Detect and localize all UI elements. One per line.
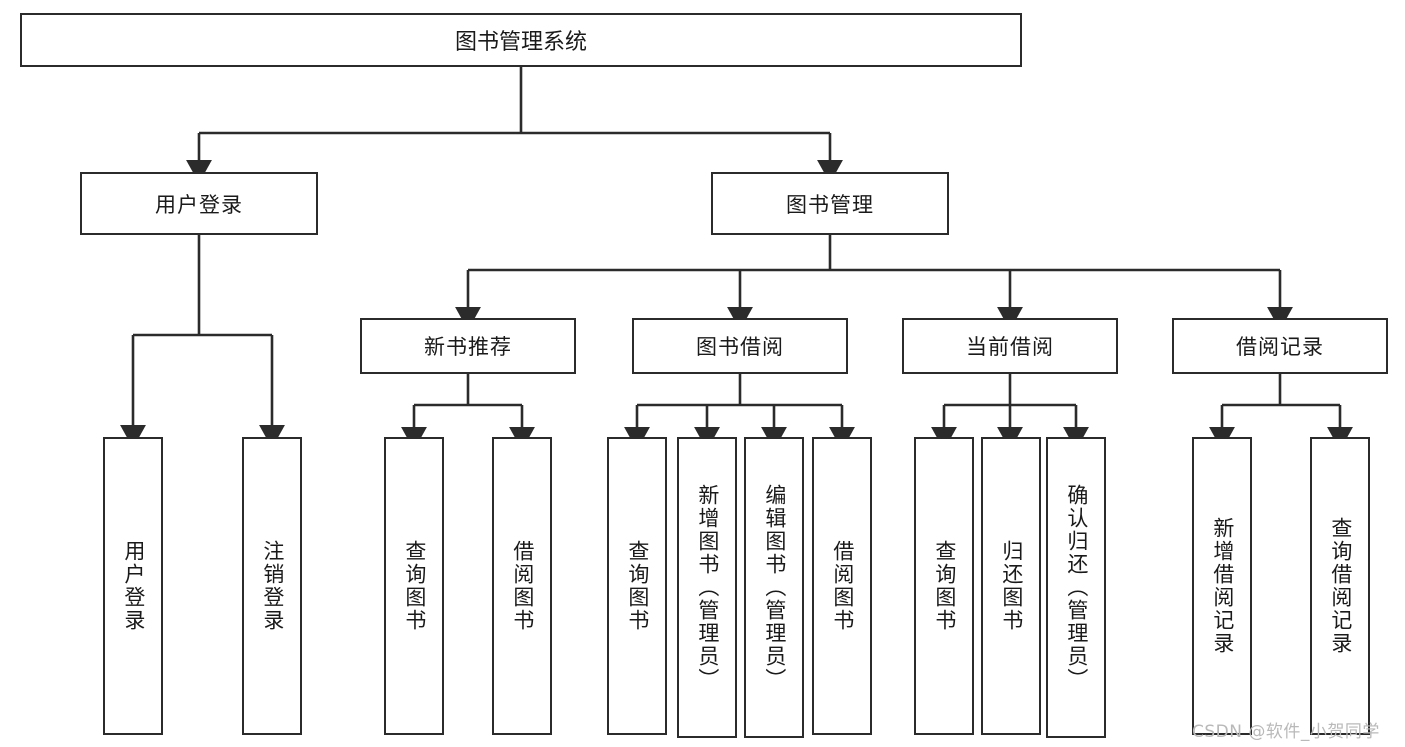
leaf-label: 查询借阅记录 [1328,517,1353,655]
leaf-query-book-1[interactable]: 查询图书 [384,437,444,735]
node-borrow-record[interactable]: 借阅记录 [1172,318,1388,374]
node-current-borrow[interactable]: 当前借阅 [902,318,1118,374]
leaf-confirm-return-admin[interactable]: 确认归还（管理员） [1046,437,1106,738]
node-book-manage[interactable]: 图书管理 [711,172,949,235]
node-label: 图书管理系统 [454,30,587,55]
leaf-label: 注销登录 [260,540,285,632]
node-label: 图书借阅 [696,335,784,359]
leaf-label: 用户登录 [121,540,146,632]
leaf-borrow-book-2[interactable]: 借阅图书 [812,437,872,735]
leaf-label: 查询图书 [932,540,957,632]
leaf-query-book-3[interactable]: 查询图书 [914,437,974,735]
leaf-label: 借阅图书 [830,540,855,632]
leaf-label: 确认归还（管理员） [1064,484,1089,691]
leaf-label: 借阅图书 [510,540,535,632]
node-label: 当前借阅 [966,335,1054,359]
leaf-label: 编辑图书（管理员） [762,484,787,691]
node-label: 借阅记录 [1236,335,1324,359]
leaf-label: 查询图书 [402,540,427,632]
node-label: 图书管理 [786,192,874,217]
leaf-label: 新增图书（管理员） [695,484,720,691]
csdn-watermark: CSDN @软件_小贺同学 [1192,722,1380,742]
leaf-user-login[interactable]: 用户登录 [103,437,163,735]
leaf-add-book-admin[interactable]: 新增图书（管理员） [677,437,737,738]
leaf-query-borrow-record[interactable]: 查询借阅记录 [1310,437,1370,735]
leaf-label: 查询图书 [625,540,650,632]
leaf-logout-login[interactable]: 注销登录 [242,437,302,735]
node-new-book-recommend[interactable]: 新书推荐 [360,318,576,374]
leaf-label: 归还图书 [999,540,1024,632]
leaf-add-borrow-record[interactable]: 新增借阅记录 [1192,437,1252,735]
node-user-login[interactable]: 用户登录 [80,172,318,235]
leaf-label: 新增借阅记录 [1210,517,1235,655]
node-book-management-system[interactable]: 图书管理系统 [20,13,1022,67]
node-label: 用户登录 [155,192,243,217]
node-book-borrow[interactable]: 图书借阅 [632,318,848,374]
leaf-return-book[interactable]: 归还图书 [981,437,1041,735]
node-label: 新书推荐 [424,335,512,359]
leaf-edit-book-admin[interactable]: 编辑图书（管理员） [744,437,804,738]
leaf-borrow-book-1[interactable]: 借阅图书 [492,437,552,735]
leaf-query-book-2[interactable]: 查询图书 [607,437,667,735]
